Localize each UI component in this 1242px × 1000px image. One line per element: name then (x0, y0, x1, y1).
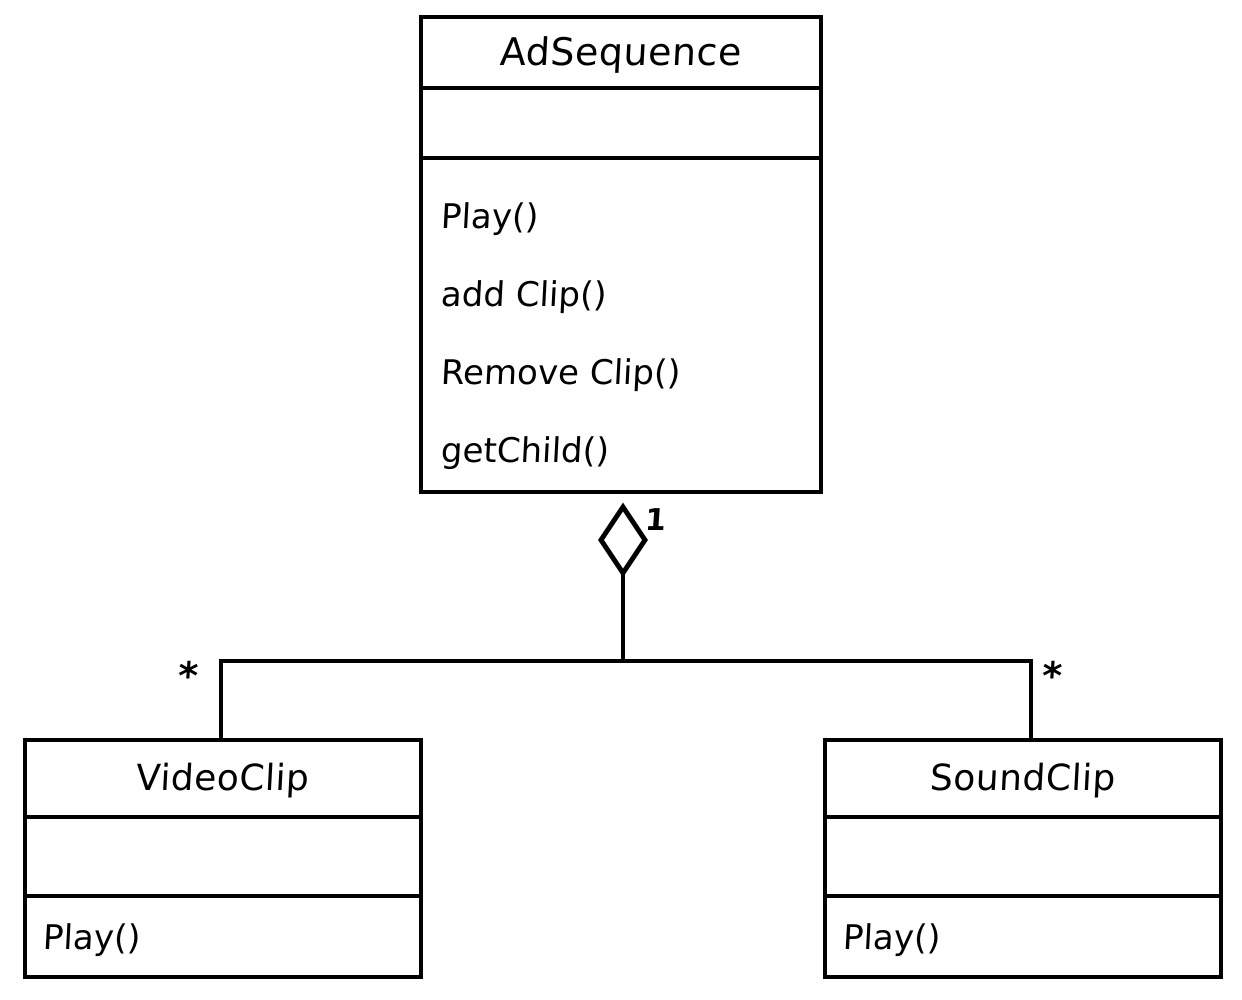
operation-item: Remove Clip() (439, 353, 682, 393)
multiplicity-label-videoclip: * (176, 654, 200, 698)
operation-item: Play() (41, 918, 142, 958)
class-operations-compartment-adsequence: Play() add Clip() Remove Clip() getChild… (423, 160, 819, 490)
aggregation-diamond-icon (597, 502, 649, 578)
class-operations-compartment-videoclip: Play() (27, 898, 419, 975)
class-name-adsequence: AdSequence (498, 30, 744, 75)
multiplicity-label-whole: 1 (643, 503, 668, 538)
class-name-compartment-soundclip: SoundClip (827, 742, 1219, 819)
operation-item: add Clip() (439, 275, 608, 315)
class-name-compartment-videoclip: VideoClip (27, 742, 419, 819)
class-name-compartment-adsequence: AdSequence (423, 19, 819, 90)
class-name-soundclip: SoundClip (928, 758, 1117, 799)
class-box-videoclip[interactable]: VideoClip Play() (23, 738, 423, 979)
operation-item: Play() (841, 918, 942, 958)
class-box-adsequence[interactable]: AdSequence Play() add Clip() Remove Clip… (419, 15, 823, 494)
multiplicity-label-soundclip: * (1040, 654, 1064, 698)
class-attributes-compartment-videoclip (27, 819, 419, 898)
operation-item: Play() (439, 197, 540, 237)
class-operations-compartment-soundclip: Play() (827, 898, 1219, 975)
class-name-videoclip: VideoClip (135, 758, 311, 799)
operation-item: getChild() (439, 431, 611, 471)
class-attributes-compartment-soundclip (827, 819, 1219, 898)
class-attributes-compartment-adsequence (423, 90, 819, 160)
class-box-soundclip[interactable]: SoundClip Play() (823, 738, 1223, 979)
